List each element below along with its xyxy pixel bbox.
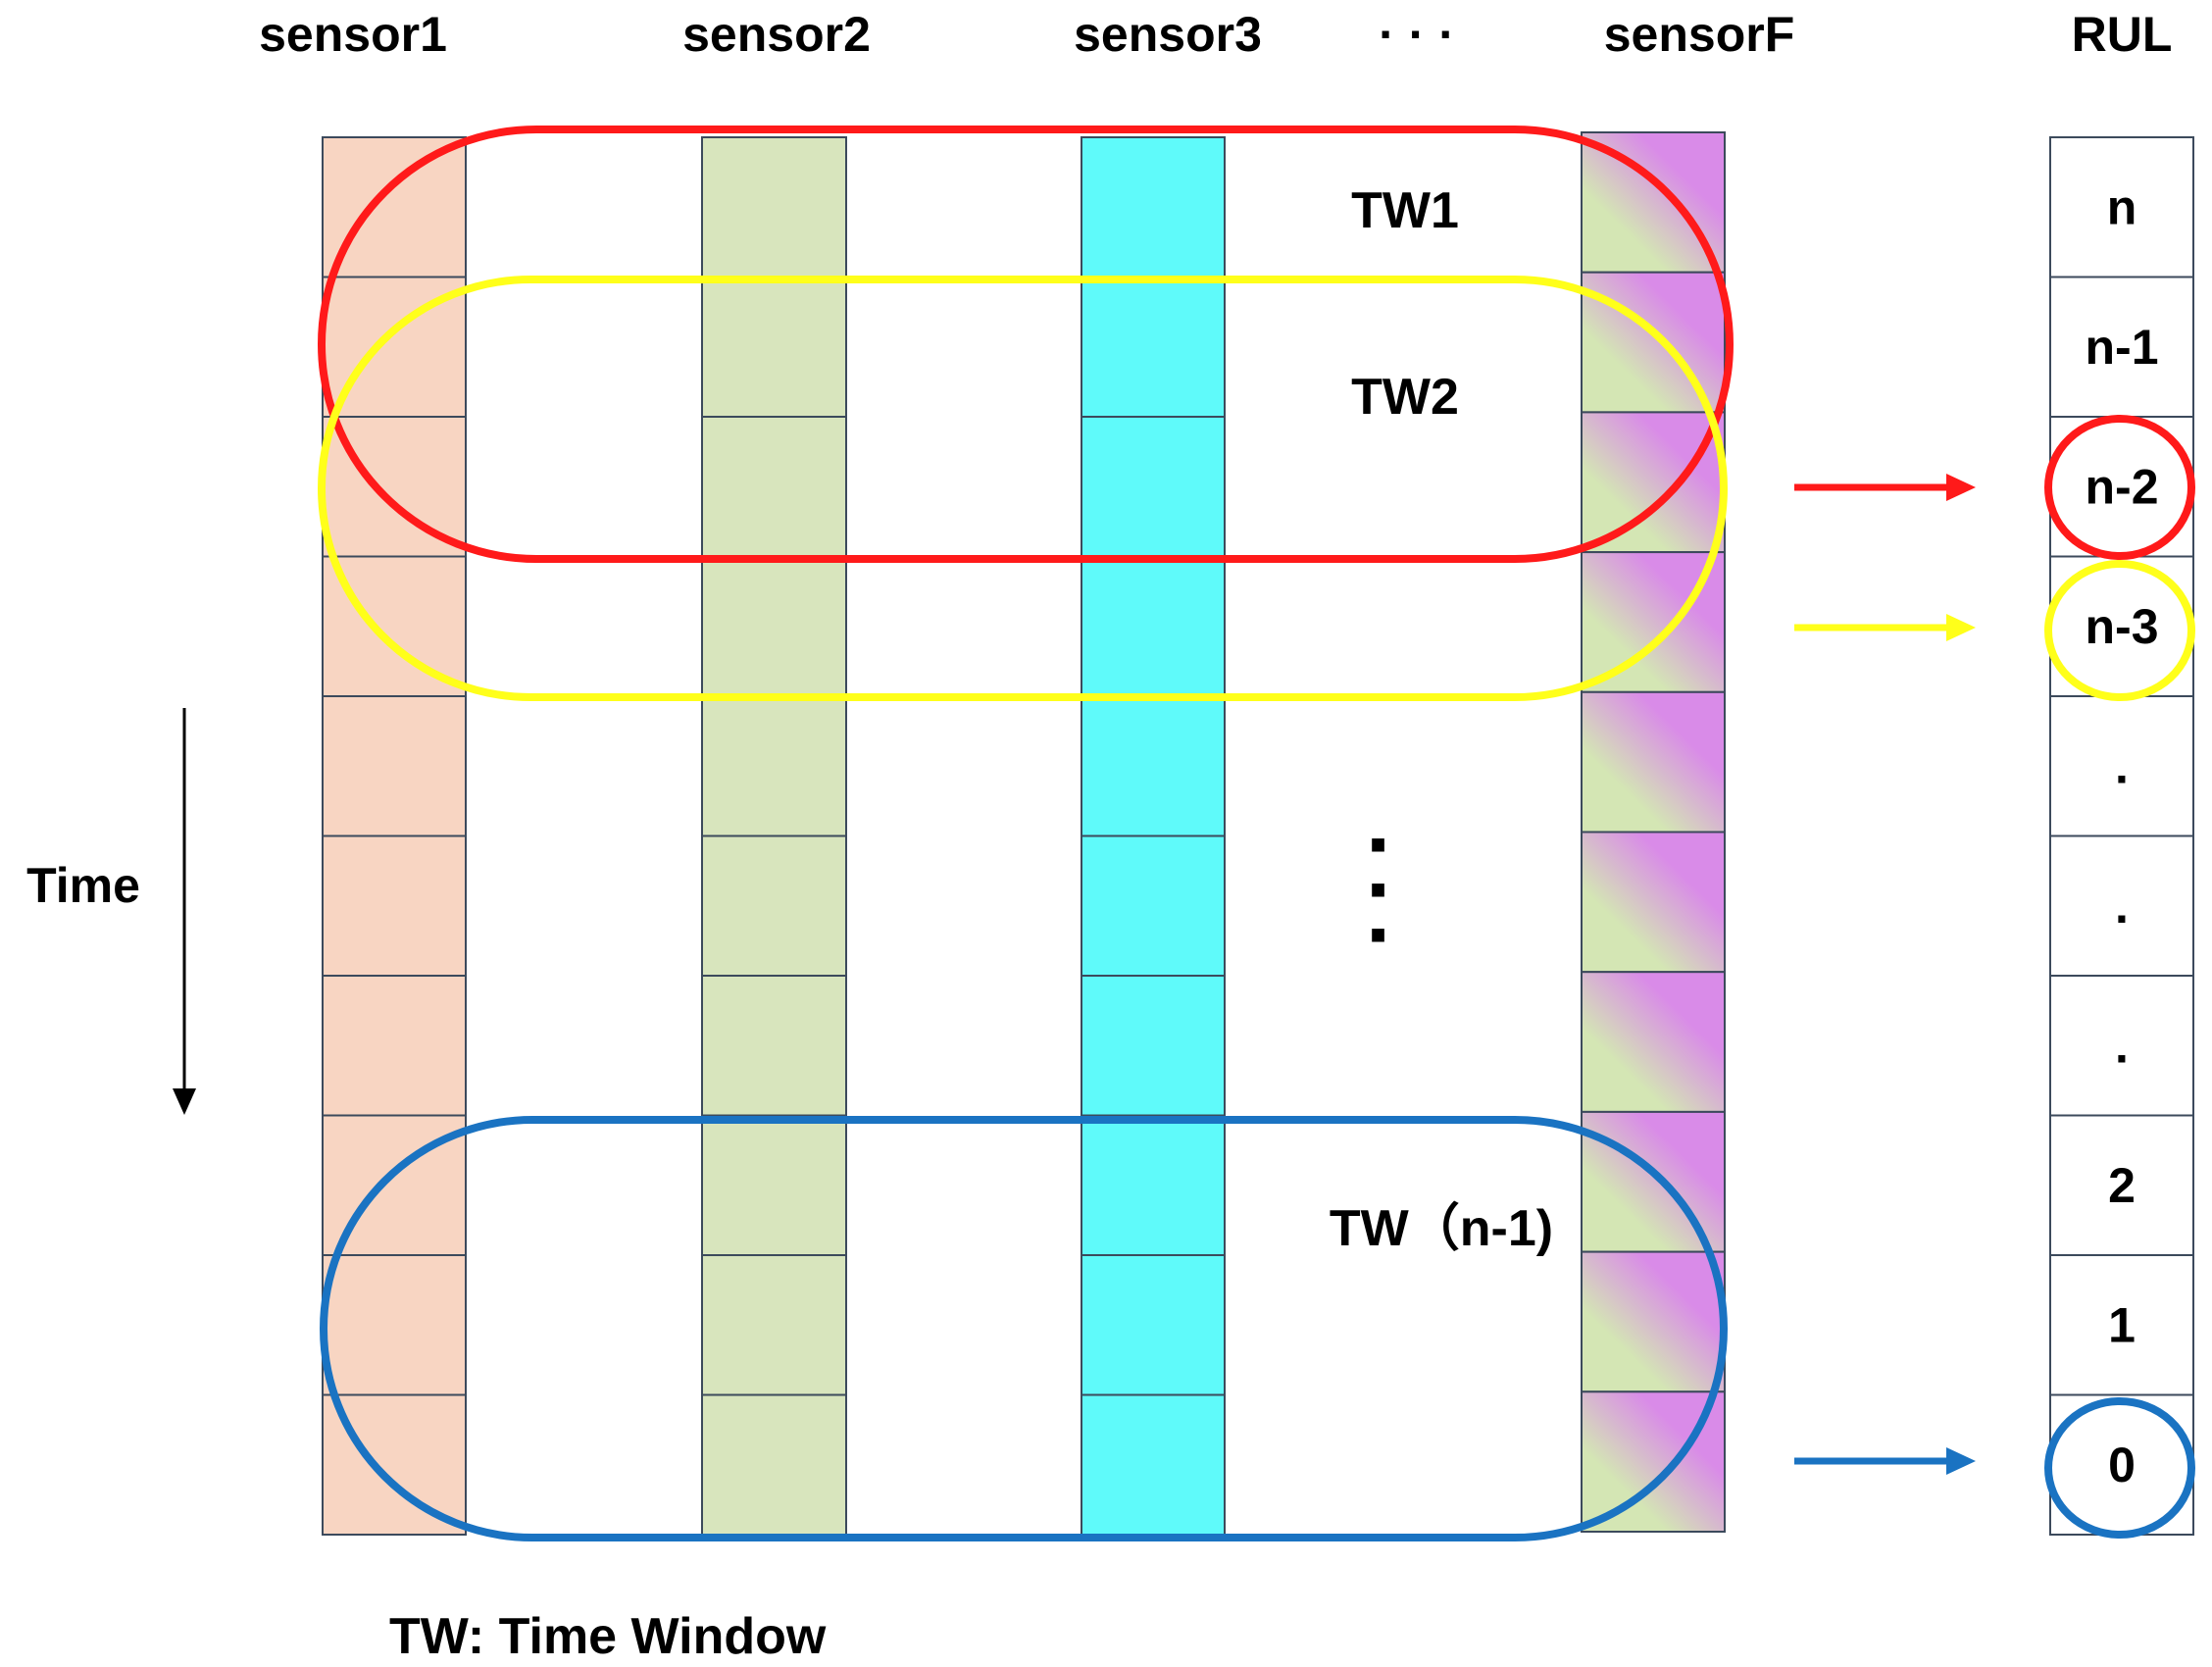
- header-ellipsis: · · ·: [1379, 7, 1455, 62]
- rul-cell-value: .: [2115, 1018, 2129, 1073]
- rul-cell-box: [2049, 834, 2194, 977]
- rul-cell-box: [2049, 1254, 2194, 1396]
- sensor2-cell: [701, 276, 847, 418]
- sensor2-cell: [701, 555, 847, 697]
- sensor1-cell: [322, 975, 467, 1117]
- rul-cell: .: [2049, 695, 2194, 837]
- header-sensor2: sensor2: [682, 7, 871, 62]
- rul-cell-value: 1: [2108, 1297, 2136, 1352]
- sensor3-cell: [1081, 1254, 1226, 1396]
- sensor2-cell: [701, 1254, 847, 1396]
- rul-cell-value: n-2: [2086, 459, 2159, 514]
- sensor3-cell: [1081, 136, 1226, 278]
- sensor1-cell: [322, 695, 467, 837]
- header-rul: RUL: [2072, 7, 2173, 62]
- rul-cell-value: n-1: [2086, 320, 2159, 375]
- vertical-dot-1: ·: [1366, 796, 1395, 894]
- tw2-label: TW2: [1351, 369, 1459, 426]
- tw-last-window-outline: [320, 1116, 1728, 1541]
- sensor3-cell: [1081, 416, 1226, 558]
- tw-last-label: TW（n-1): [1330, 1200, 1553, 1257]
- rul-cell-box: [2049, 1114, 2194, 1256]
- rul-n-2-highlight: [2044, 415, 2195, 560]
- rul-cell: n-1: [2049, 276, 2194, 418]
- rul-cell-value: .: [2115, 738, 2129, 793]
- sensor2-cell: [701, 834, 847, 977]
- header-sensor1: sensor1: [259, 7, 447, 62]
- tw-last-arrow: [1794, 1447, 1976, 1475]
- rul-cell: .: [2049, 834, 2194, 977]
- tw2-window-outline: [318, 276, 1728, 701]
- sensorF-cell: [1581, 1250, 1726, 1393]
- sensor2-column: [701, 136, 847, 1536]
- sensorF-cell: [1581, 131, 1726, 274]
- sensor2-cell: [701, 1114, 847, 1256]
- rul-cell-box: [2049, 695, 2194, 837]
- sensor3-cell: [1081, 1114, 1226, 1256]
- rul-cell-value: n-3: [2086, 599, 2159, 654]
- sensor3-cell: [1081, 695, 1226, 837]
- rul-cell: n: [2049, 136, 2194, 278]
- sensor2-cell: [701, 695, 847, 837]
- rul-cell-box: [2049, 136, 2194, 278]
- rul-cell-value: n: [2107, 179, 2137, 234]
- sensor2-cell: [701, 975, 847, 1117]
- sensor1-cell: [322, 1254, 467, 1396]
- sensor1-cell: [322, 834, 467, 977]
- rul-cell-value: 2: [2108, 1158, 2136, 1213]
- rul-column: n n-1 n-2 n-3... 2 1 0: [2049, 136, 2194, 1536]
- tw1-label: TW1: [1351, 182, 1459, 239]
- sensorF-column: [1581, 131, 1726, 1534]
- sensor2-cell: [701, 136, 847, 278]
- header-sensorF: sensorF: [1604, 7, 1795, 62]
- rul-cell: 2: [2049, 1114, 2194, 1256]
- rul-cell: 1: [2049, 1254, 2194, 1396]
- sensorF-cell: [1581, 831, 1726, 974]
- sensor1-cell: [322, 136, 467, 278]
- vertical-dot-3: ·: [1366, 886, 1395, 985]
- tw1-arrow: [1794, 474, 1976, 501]
- rul-n-3-highlight: [2044, 560, 2195, 701]
- sensor2-cell: [701, 416, 847, 558]
- rul-cell-value: 0: [2108, 1438, 2136, 1492]
- sensor3-cell: [1081, 555, 1226, 697]
- sensor3-cell: [1081, 834, 1226, 977]
- rul-cell: .: [2049, 975, 2194, 1117]
- footnote: TW: Time Window: [389, 1608, 827, 1665]
- tw1-window-outline: [318, 126, 1734, 563]
- sensor1-column: [322, 136, 467, 1536]
- tw2-arrow: [1794, 614, 1976, 641]
- sensor2-cell: [701, 1393, 847, 1536]
- sensor3-cell: [1081, 276, 1226, 418]
- rul-cell-value: .: [2115, 879, 2129, 934]
- rul-0-highlight: [2044, 1397, 2195, 1539]
- rul-cell-box: [2049, 975, 2194, 1117]
- sensorF-cell: [1581, 690, 1726, 834]
- rul-cell-box: [2049, 276, 2194, 418]
- sensor3-cell: [1081, 1393, 1226, 1536]
- vertical-dot-2: ·: [1366, 841, 1395, 939]
- sensor3-column: [1081, 136, 1226, 1536]
- header-sensor3: sensor3: [1074, 7, 1262, 62]
- sensor3-cell: [1081, 975, 1226, 1117]
- time-label: Time: [26, 858, 140, 913]
- sensorF-cell: [1581, 411, 1726, 554]
- sensorF-cell: [1581, 971, 1726, 1113]
